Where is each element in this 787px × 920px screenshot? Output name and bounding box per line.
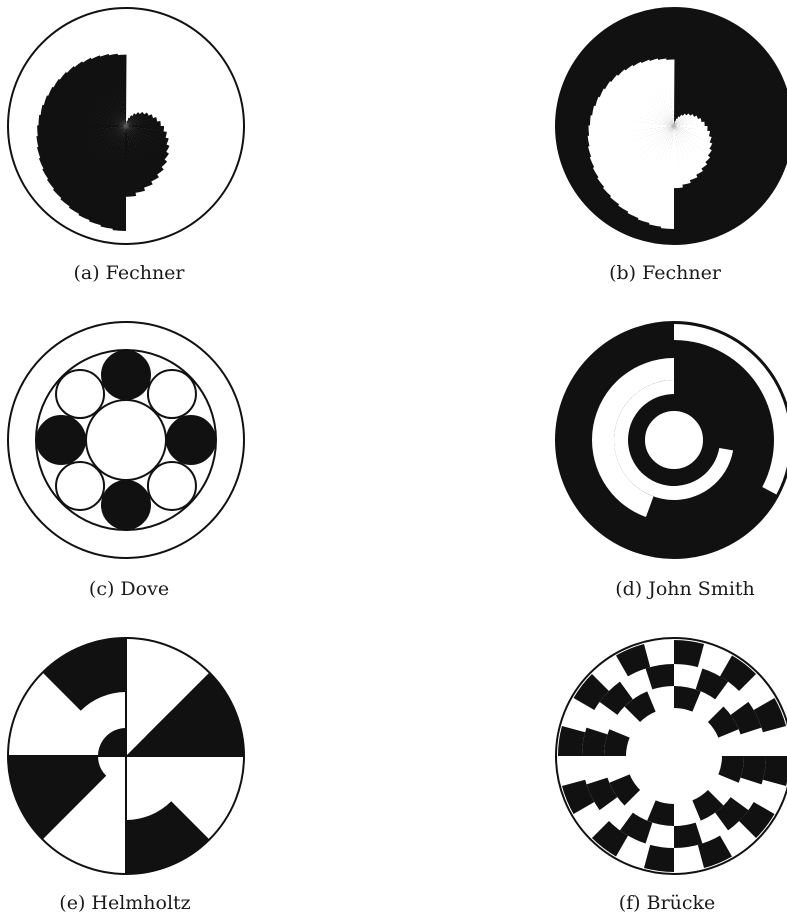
caption-d: (d) John Smith [590, 578, 780, 600]
caption-e: (e) Helmholtz [30, 892, 220, 914]
dove-circle [102, 481, 150, 529]
dove-circle [37, 416, 85, 464]
brucke-center [658, 740, 690, 772]
helmholtz-pattern [8, 638, 244, 874]
caption-a: (a) Fechner [34, 262, 224, 284]
caption-c: (c) Dove [34, 578, 224, 600]
dove-circle [102, 351, 150, 399]
caption-b: (b) Fechner [570, 262, 760, 284]
dove-circle [56, 370, 104, 418]
dove-circle [148, 462, 196, 510]
john-smith-pattern [556, 322, 787, 558]
disk-a-fechner [4, 4, 248, 248]
disk-e-helmholtz [4, 634, 248, 878]
disk-b-fechner [552, 4, 787, 248]
caption-f: (f) Brücke [572, 892, 762, 914]
brucke-pattern [556, 638, 787, 874]
dove-circle [167, 416, 215, 464]
dove-circle [148, 370, 196, 418]
disk-f-brucke [552, 634, 787, 878]
smith-center [644, 410, 704, 470]
disk-d-john-smith [552, 318, 787, 562]
dove-circle [56, 462, 104, 510]
disk-c-dove [4, 318, 248, 562]
